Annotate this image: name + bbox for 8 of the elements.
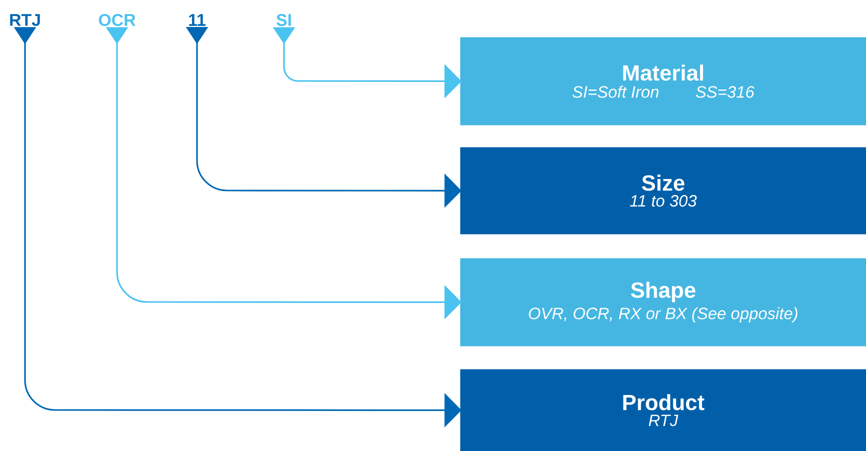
code-label: SI	[276, 14, 291, 26]
code-label: OCR	[98, 14, 136, 26]
field-box: Product RTJ	[460, 369, 866, 451]
code-label: RTJ	[10, 14, 40, 26]
code-label: 11	[189, 14, 206, 26]
field-box: Material SI=Soft Iron SS=316	[460, 37, 866, 126]
field-box: Size 11 to 303	[460, 147, 866, 234]
field-box: Shape OVR, OCR, RX or BX (See opposite)	[460, 258, 866, 346]
